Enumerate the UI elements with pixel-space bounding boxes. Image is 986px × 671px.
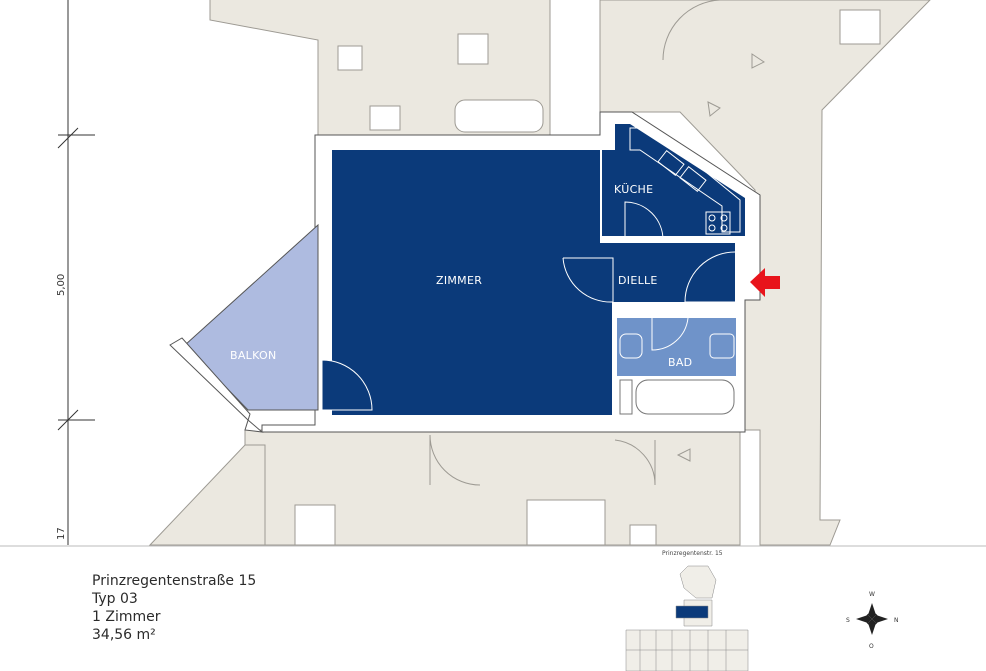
compass-west: W: [869, 591, 875, 598]
room-zimmer: [332, 150, 735, 415]
balcony: [184, 223, 319, 411]
balcony-door-swing: [321, 359, 373, 411]
bath-fixtures: [619, 317, 735, 359]
hall-door-swing: [562, 257, 614, 303]
type-text: Typ 03: [92, 591, 138, 607]
address-text: Prinzregentenstraße 15: [92, 573, 257, 589]
room-label-kueche: KÜCHE: [614, 183, 653, 196]
kitchen-door-swing: [624, 201, 664, 241]
dimension-height-lower: 17: [56, 527, 67, 540]
bathtub: [635, 379, 735, 415]
entrance-arrow-icon: [750, 268, 780, 297]
area-text: 34,56 m²: [92, 627, 156, 643]
mini-map-label: Prinzregentenstr. 15: [662, 550, 723, 557]
room-label-bad: BAD: [668, 356, 692, 369]
compass-icon: [856, 603, 888, 635]
compass-east: O: [869, 643, 874, 650]
entrance-door-swing: [684, 251, 736, 303]
dimension-line: [57, 0, 95, 545]
room-label-zimmer: ZIMMER: [436, 274, 482, 287]
compass-north: N: [894, 617, 899, 624]
rooms-text: 1 Zimmer: [92, 609, 161, 625]
room-kueche: [602, 124, 745, 236]
room-label-dielle: DIELLE: [618, 274, 658, 287]
room-label-balkon: BALKON: [230, 349, 277, 362]
dimension-height-main: 5,00: [56, 274, 67, 296]
room-bad: [617, 318, 736, 376]
kitchen-counter: [629, 127, 741, 235]
mini-site-map: [625, 565, 749, 671]
compass-south: S: [846, 617, 850, 624]
apartment-info: Prinzregentenstraße 15 Typ 03 1 Zimmer 3…: [92, 572, 256, 644]
